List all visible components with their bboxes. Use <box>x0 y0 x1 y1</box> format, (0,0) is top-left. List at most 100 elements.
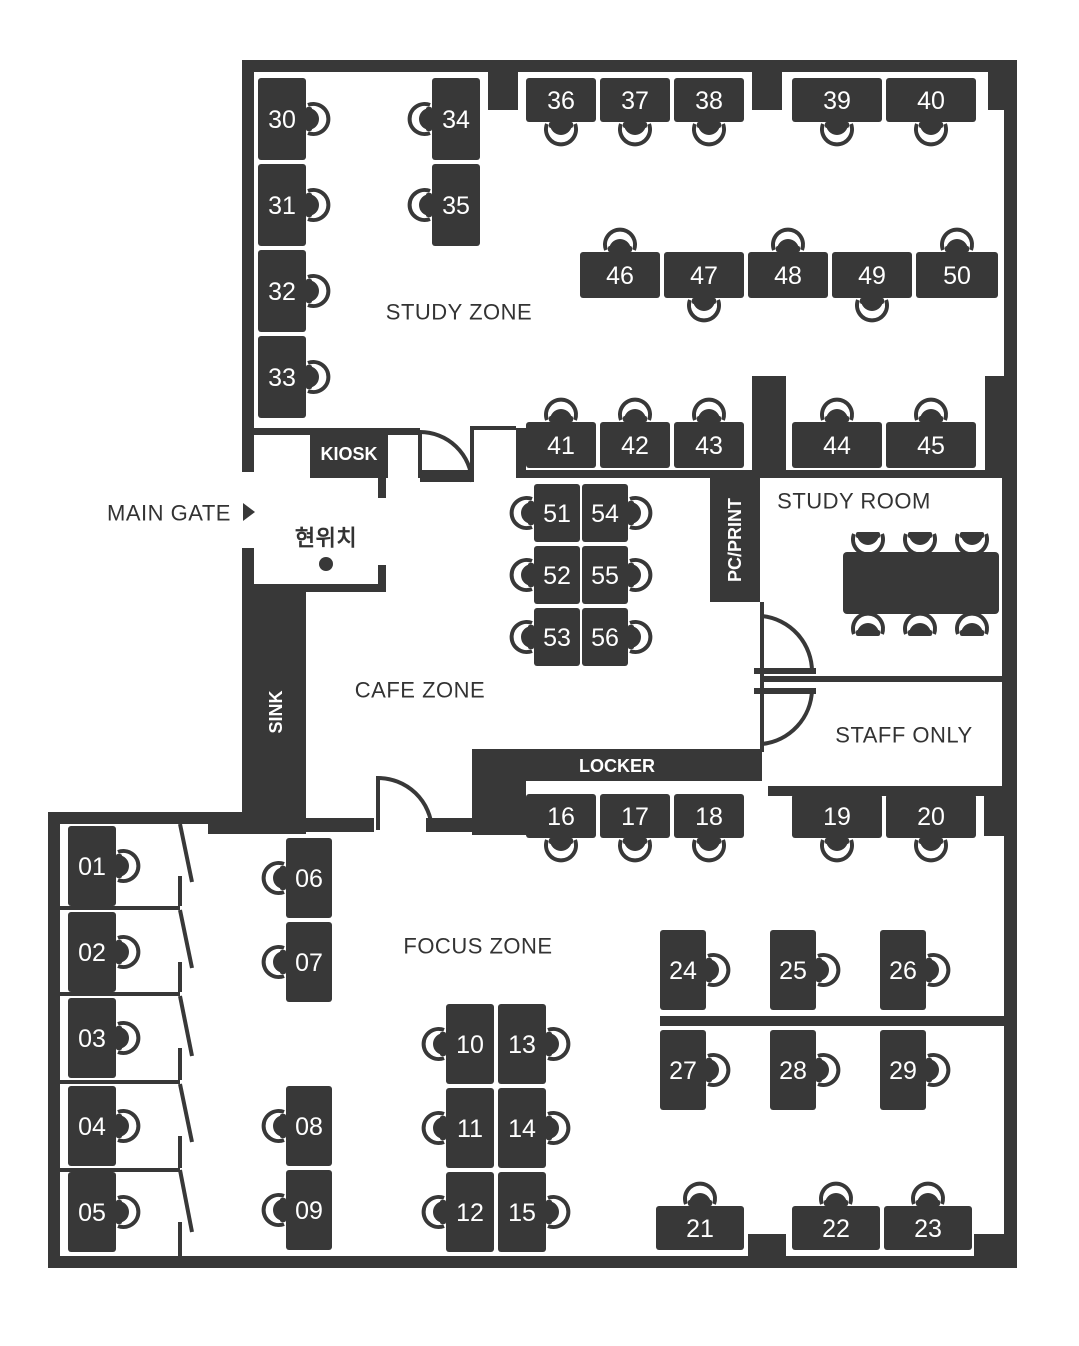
seat-51[interactable]: 51 <box>509 484 580 542</box>
desk[interactable] <box>286 1086 332 1166</box>
desk[interactable] <box>792 422 882 468</box>
seat-05[interactable]: 05 <box>68 1172 141 1252</box>
seat-40[interactable]: 40 <box>886 78 976 147</box>
desk[interactable] <box>674 78 744 122</box>
desk[interactable] <box>498 1004 546 1084</box>
seat-17[interactable]: 17 <box>600 794 670 863</box>
seat-01[interactable]: 01 <box>68 826 141 906</box>
seat-19[interactable]: 19 <box>792 794 882 863</box>
desk[interactable] <box>432 78 480 160</box>
desk[interactable] <box>286 922 332 1002</box>
seat-32[interactable]: 32 <box>258 250 331 332</box>
seat-55[interactable]: 55 <box>582 546 653 604</box>
seat-13[interactable]: 13 <box>498 1004 571 1084</box>
seat-06[interactable]: 06 <box>261 838 332 918</box>
seat-20[interactable]: 20 <box>886 794 976 863</box>
desk[interactable] <box>446 1088 494 1168</box>
seat-36[interactable]: 36 <box>526 78 596 147</box>
desk[interactable] <box>664 252 744 298</box>
seat-31[interactable]: 31 <box>258 164 331 246</box>
desk[interactable] <box>886 78 976 122</box>
seat-14[interactable]: 14 <box>498 1088 571 1168</box>
desk[interactable] <box>498 1172 546 1252</box>
desk[interactable] <box>674 794 744 838</box>
desk[interactable] <box>258 250 306 332</box>
seat-09[interactable]: 09 <box>261 1170 332 1250</box>
seat-52[interactable]: 52 <box>509 546 580 604</box>
seat-35[interactable]: 35 <box>407 164 480 246</box>
desk[interactable] <box>660 1030 706 1110</box>
seat-08[interactable]: 08 <box>261 1086 332 1166</box>
seat-04[interactable]: 04 <box>68 1086 141 1166</box>
desk[interactable] <box>446 1004 494 1084</box>
desk[interactable] <box>534 608 580 666</box>
seat-50[interactable]: 50 <box>916 227 998 298</box>
desk[interactable] <box>68 912 116 992</box>
desk[interactable] <box>68 998 116 1078</box>
seat-43[interactable]: 43 <box>674 397 744 468</box>
seat-27[interactable]: 27 <box>660 1030 731 1110</box>
seat-16[interactable]: 16 <box>526 794 596 863</box>
desk[interactable] <box>748 252 828 298</box>
desk[interactable] <box>880 1030 926 1110</box>
seat-29[interactable]: 29 <box>880 1030 951 1110</box>
seat-45[interactable]: 45 <box>886 397 976 468</box>
seat-44[interactable]: 44 <box>792 397 882 468</box>
seat-54[interactable]: 54 <box>582 484 653 542</box>
seat-25[interactable]: 25 <box>770 930 841 1010</box>
desk[interactable] <box>258 78 306 160</box>
desk[interactable] <box>258 164 306 246</box>
desk[interactable] <box>526 78 596 122</box>
seat-48[interactable]: 48 <box>748 227 828 298</box>
desk[interactable] <box>534 546 580 604</box>
seat-26[interactable]: 26 <box>880 930 951 1010</box>
seat-39[interactable]: 39 <box>792 78 882 147</box>
desk[interactable] <box>286 1170 332 1250</box>
desk[interactable] <box>660 930 706 1010</box>
desk[interactable] <box>600 794 670 838</box>
seat-49[interactable]: 49 <box>832 252 912 323</box>
seat-24[interactable]: 24 <box>660 930 731 1010</box>
desk[interactable] <box>884 1206 972 1250</box>
seat-28[interactable]: 28 <box>770 1030 841 1110</box>
desk[interactable] <box>582 484 628 542</box>
desk[interactable] <box>534 484 580 542</box>
seat-15[interactable]: 15 <box>498 1172 571 1252</box>
seat-30[interactable]: 30 <box>258 78 331 160</box>
desk[interactable] <box>832 252 912 298</box>
seat-18[interactable]: 18 <box>674 794 744 863</box>
desk[interactable] <box>582 546 628 604</box>
seat-34[interactable]: 34 <box>407 78 480 160</box>
seat-12[interactable]: 12 <box>421 1172 494 1252</box>
desk[interactable] <box>886 794 976 838</box>
seat-41[interactable]: 41 <box>526 397 596 468</box>
desk[interactable] <box>68 1086 116 1166</box>
seat-21[interactable]: 21 <box>656 1181 744 1250</box>
seat-42[interactable]: 42 <box>600 397 670 468</box>
desk[interactable] <box>582 608 628 666</box>
seat-38[interactable]: 38 <box>674 78 744 147</box>
desk[interactable] <box>656 1206 744 1250</box>
desk[interactable] <box>498 1088 546 1168</box>
seat-33[interactable]: 33 <box>258 336 331 418</box>
seat-22[interactable]: 22 <box>792 1181 880 1250</box>
desk[interactable] <box>770 930 816 1010</box>
desk[interactable] <box>68 826 116 906</box>
desk[interactable] <box>600 78 670 122</box>
desk[interactable] <box>880 930 926 1010</box>
seat-03[interactable]: 03 <box>68 998 141 1078</box>
seat-23[interactable]: 23 <box>884 1181 972 1250</box>
desk[interactable] <box>526 422 596 468</box>
seat-02[interactable]: 02 <box>68 912 141 992</box>
desk[interactable] <box>886 422 976 468</box>
desk[interactable] <box>792 1206 880 1250</box>
desk[interactable] <box>916 252 998 298</box>
seat-11[interactable]: 11 <box>421 1088 494 1168</box>
seat-56[interactable]: 56 <box>582 608 653 666</box>
desk[interactable] <box>674 422 744 468</box>
desk[interactable] <box>432 164 480 246</box>
desk[interactable] <box>770 1030 816 1110</box>
desk[interactable] <box>792 78 882 122</box>
desk[interactable] <box>286 838 332 918</box>
desk[interactable] <box>258 336 306 418</box>
